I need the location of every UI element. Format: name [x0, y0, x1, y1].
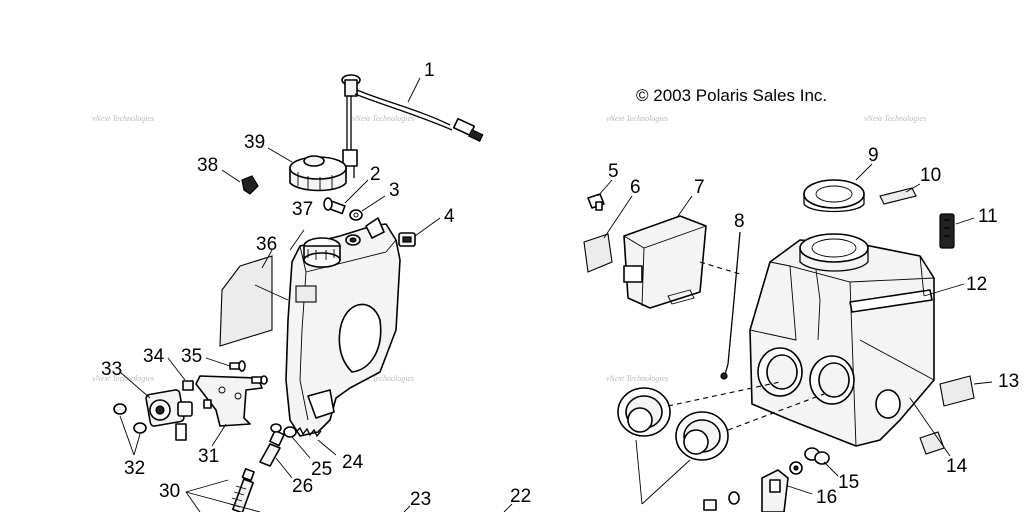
part-16-bracket	[761, 469, 813, 512]
callout-3: 3	[389, 180, 400, 201]
part-34-nut	[167, 357, 194, 391]
callout-32: 32	[124, 458, 145, 479]
leader-23	[403, 505, 411, 512]
watermark: vNext Technologies	[352, 374, 414, 383]
part-4-grommet	[398, 217, 441, 247]
watermark: vNext Technologies	[352, 114, 414, 123]
part-12-airbox	[749, 233, 965, 447]
callout-25: 25	[311, 459, 332, 480]
part-13-decal	[939, 375, 993, 407]
callout-7: 7	[694, 177, 705, 198]
part-2-bolt	[323, 179, 369, 215]
callout-6: 6	[630, 177, 641, 198]
part-38-clip	[221, 169, 259, 195]
callout-39: 39	[244, 132, 265, 153]
watermark: vNext Technologies	[606, 114, 668, 123]
callout-16: 16	[816, 487, 837, 508]
part-24-spring	[295, 426, 337, 456]
intake-boots	[617, 381, 825, 505]
callout-31: 31	[198, 446, 219, 467]
watermark: vNext Technologies	[864, 114, 926, 123]
part-6-decal	[583, 195, 633, 273]
callout-14: 14	[946, 456, 968, 477]
callout-37: 37	[292, 199, 313, 220]
watermark: vNext Technologies	[92, 114, 154, 123]
part-9-ring	[803, 163, 873, 213]
part-30-hose	[185, 468, 261, 512]
part-7-cdi-module	[623, 195, 741, 309]
watermark: vNext Technologies	[92, 374, 154, 383]
callout-1: 1	[424, 60, 435, 81]
callout-10: 10	[920, 165, 941, 186]
callout-4: 4	[444, 206, 455, 227]
part-31-bracket	[195, 375, 263, 447]
part-3-washer	[349, 195, 386, 221]
callout-22: 22	[510, 486, 531, 507]
watermark: vNext Technologies	[606, 374, 668, 383]
callout-24: 24	[342, 452, 364, 473]
callout-15: 15	[838, 472, 859, 493]
part-26-fitting	[259, 423, 293, 479]
part-33-valve	[119, 371, 193, 441]
part-15-fasteners	[789, 447, 839, 477]
callout-13: 13	[998, 371, 1019, 392]
callout-34: 34	[143, 346, 165, 367]
part-37-oil-tank	[285, 217, 401, 437]
part-5-screw	[587, 179, 613, 211]
callout-30: 30	[159, 481, 180, 502]
part-35-screw	[205, 357, 246, 372]
callout-26: 26	[292, 476, 313, 497]
leader-22	[503, 503, 513, 512]
part-11-latch	[939, 213, 975, 249]
callout-35: 35	[181, 346, 202, 367]
callout-11: 11	[978, 206, 998, 227]
part-32-nuts	[113, 403, 147, 456]
part-14-decal	[909, 397, 951, 457]
callout-38: 38	[197, 155, 218, 176]
callout-2: 2	[370, 164, 381, 185]
part-8-wire	[720, 231, 741, 380]
callout-8: 8	[734, 211, 745, 232]
callout-33: 33	[101, 359, 122, 380]
callout-9: 9	[868, 145, 879, 166]
callout-36: 36	[256, 234, 277, 255]
part-1-oil-sensor	[341, 74, 484, 178]
callout-5: 5	[608, 161, 619, 182]
small-fasteners	[703, 491, 740, 511]
part-36-decal	[219, 249, 289, 347]
part-10-decal	[879, 183, 921, 205]
part-39-filler-cap	[267, 147, 347, 192]
callout-23: 23	[410, 489, 431, 510]
bracket-bolt	[251, 375, 268, 385]
callout-12: 12	[966, 274, 987, 295]
copyright-notice: © 2003 Polaris Sales Inc.	[636, 86, 827, 105]
callout-numbers: 1 2 3 4 5 6 7 8 9 10 11 12 13 14 15 16 2…	[101, 60, 1019, 510]
